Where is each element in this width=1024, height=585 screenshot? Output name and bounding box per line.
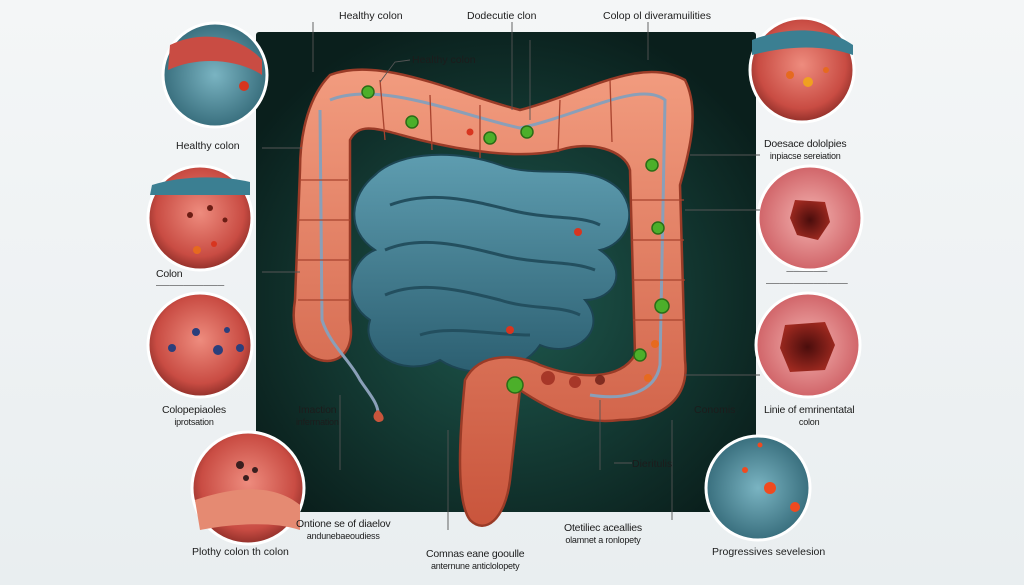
inset-healthy-colon <box>161 21 269 129</box>
inset-plothy-colon <box>190 430 306 546</box>
marker-green <box>520 125 534 139</box>
marker-green <box>506 376 524 394</box>
label-linie: Linie of emrinentatal colon <box>764 404 855 427</box>
leader-lines <box>262 22 760 530</box>
small-intestine <box>350 153 631 373</box>
label-progressives: Progressives sevelesion <box>712 546 826 558</box>
marker-red <box>644 374 652 382</box>
marker-red <box>506 326 514 334</box>
marker-green <box>654 298 670 314</box>
label-innation: Imaction inferrnation <box>296 404 339 427</box>
marker-green <box>633 348 647 362</box>
label-otetiliec: Otetiliec aceallies olamnet a ronlopety <box>564 522 642 545</box>
inset-disease <box>756 164 864 272</box>
inset-inflammation <box>754 291 862 399</box>
large-intestine <box>292 68 694 527</box>
label-dietrotulis: Dieritulis <box>632 458 673 470</box>
inset-diverticulosis <box>748 16 856 124</box>
marker-red <box>574 228 582 236</box>
marker-green <box>361 85 375 99</box>
label-colopeptiases: Colopepiaoles iprotsation <box>162 404 226 427</box>
label-plothy-colon: Plothy colon th colon <box>192 546 289 558</box>
label-disease: Doesace dololpies inpiacse sereiation <box>764 138 847 161</box>
marker-green <box>405 115 419 129</box>
inset-progression <box>704 434 812 542</box>
marker-green <box>645 158 659 172</box>
marker-green <box>483 131 497 145</box>
label-ontione: Ontione se of diaelov andunebaeoudiess <box>296 518 391 541</box>
inset-colopeptiases <box>146 291 254 399</box>
label-dodecutie-colon: Dodecutie clon <box>467 10 537 22</box>
inset-colon <box>146 164 254 272</box>
label-healthy-colon-top: Healthy colon <box>339 10 403 22</box>
label-healthy-colon-left: Healthy colon <box>176 140 240 152</box>
label-colon-right: ―――――― ―――――――――――― <box>766 268 848 287</box>
marker-red <box>651 340 659 348</box>
marker-green <box>651 221 665 235</box>
label-colop-diverticulities: Colop ol diveramuilities <box>603 10 711 22</box>
label-comnas: Comnas eane gooulle anternune anticlolop… <box>426 548 525 571</box>
label-conomis: Conomis <box>694 404 736 416</box>
label-colon-left: Colon ―――――――――― <box>156 268 225 289</box>
label-healthy-colon-inner: Healthy colon <box>412 54 476 66</box>
marker-red <box>466 128 474 136</box>
markers <box>361 85 670 394</box>
